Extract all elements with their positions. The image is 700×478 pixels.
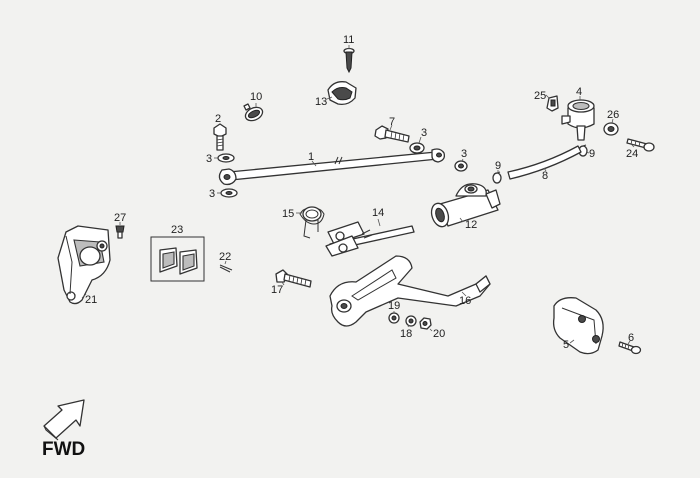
callout-8: 8 — [542, 170, 548, 182]
part-2-bolt — [213, 123, 227, 151]
callout-27: 27 — [114, 212, 126, 224]
part-12-master-cylinder — [430, 183, 501, 228]
fwd-label: FWD — [42, 439, 85, 460]
callout-3: 3 — [206, 153, 212, 165]
callout-25: 25 — [534, 90, 546, 102]
callout-17: 17 — [271, 284, 283, 296]
part-8-hose — [507, 145, 582, 180]
part-3-washer — [454, 158, 468, 172]
part-25-bracket — [545, 94, 559, 112]
part-14-pivot-shaft — [325, 218, 415, 257]
callout-24: 24 — [626, 148, 638, 160]
callout-1: 1 — [308, 151, 314, 163]
part-1-push-rod — [218, 148, 446, 186]
callout-11: 11 — [343, 34, 354, 46]
callout-19: 19 — [388, 300, 400, 312]
callout-2: 2 — [215, 113, 221, 125]
callout-22: 22 — [219, 251, 231, 263]
part-7-bolt — [374, 124, 410, 143]
part-20-nut — [419, 317, 433, 332]
part-21-caliper — [57, 225, 111, 305]
part-13-clip — [326, 81, 357, 106]
part-3-washer — [409, 136, 425, 154]
callout-15: 15 — [282, 208, 294, 220]
part-24-screw — [626, 138, 655, 152]
callout-23: 23 — [171, 224, 183, 236]
part-5-cover — [552, 297, 604, 355]
callout-5: 5 — [563, 339, 569, 351]
part-3-washer — [217, 188, 238, 198]
part-19-washer — [388, 311, 400, 324]
callout-6: 6 — [628, 332, 634, 344]
part-17-bolt — [275, 269, 312, 288]
part-9-clip — [492, 170, 502, 184]
part-10-clamp — [243, 103, 264, 122]
callout-13: 13 — [315, 96, 327, 108]
callout-12: 12 — [465, 219, 477, 231]
callout-9: 9 — [495, 160, 501, 172]
fwd-arrow-icon — [43, 399, 85, 441]
part-27-bleed-screw — [115, 222, 125, 239]
callout-3: 3 — [421, 127, 427, 139]
callout-3: 3 — [209, 188, 215, 200]
callout-14: 14 — [372, 207, 384, 219]
callout-16: 16 — [459, 295, 471, 307]
part-16-brake-pedal — [329, 255, 491, 327]
callout-10: 10 — [250, 91, 262, 103]
callout-7: 7 — [389, 116, 395, 128]
callout-4: 4 — [576, 86, 582, 98]
part-23-brake-pads — [150, 236, 205, 282]
part-18-washer — [405, 315, 417, 328]
part-4-reservoir — [561, 96, 595, 141]
part-15-spring — [296, 206, 325, 239]
callout-20: 20 — [433, 328, 445, 340]
callout-9: 9 — [589, 148, 595, 160]
callout-26: 26 — [607, 109, 619, 121]
callout-21: 21 — [85, 294, 97, 306]
part-6-screw — [618, 340, 642, 355]
part-22-pin — [219, 260, 233, 273]
part-3-washer — [214, 153, 235, 163]
callout-18: 18 — [400, 328, 412, 340]
part-26-grommet — [603, 118, 619, 136]
part-11-screw — [343, 45, 355, 74]
callout-3: 3 — [461, 148, 467, 160]
